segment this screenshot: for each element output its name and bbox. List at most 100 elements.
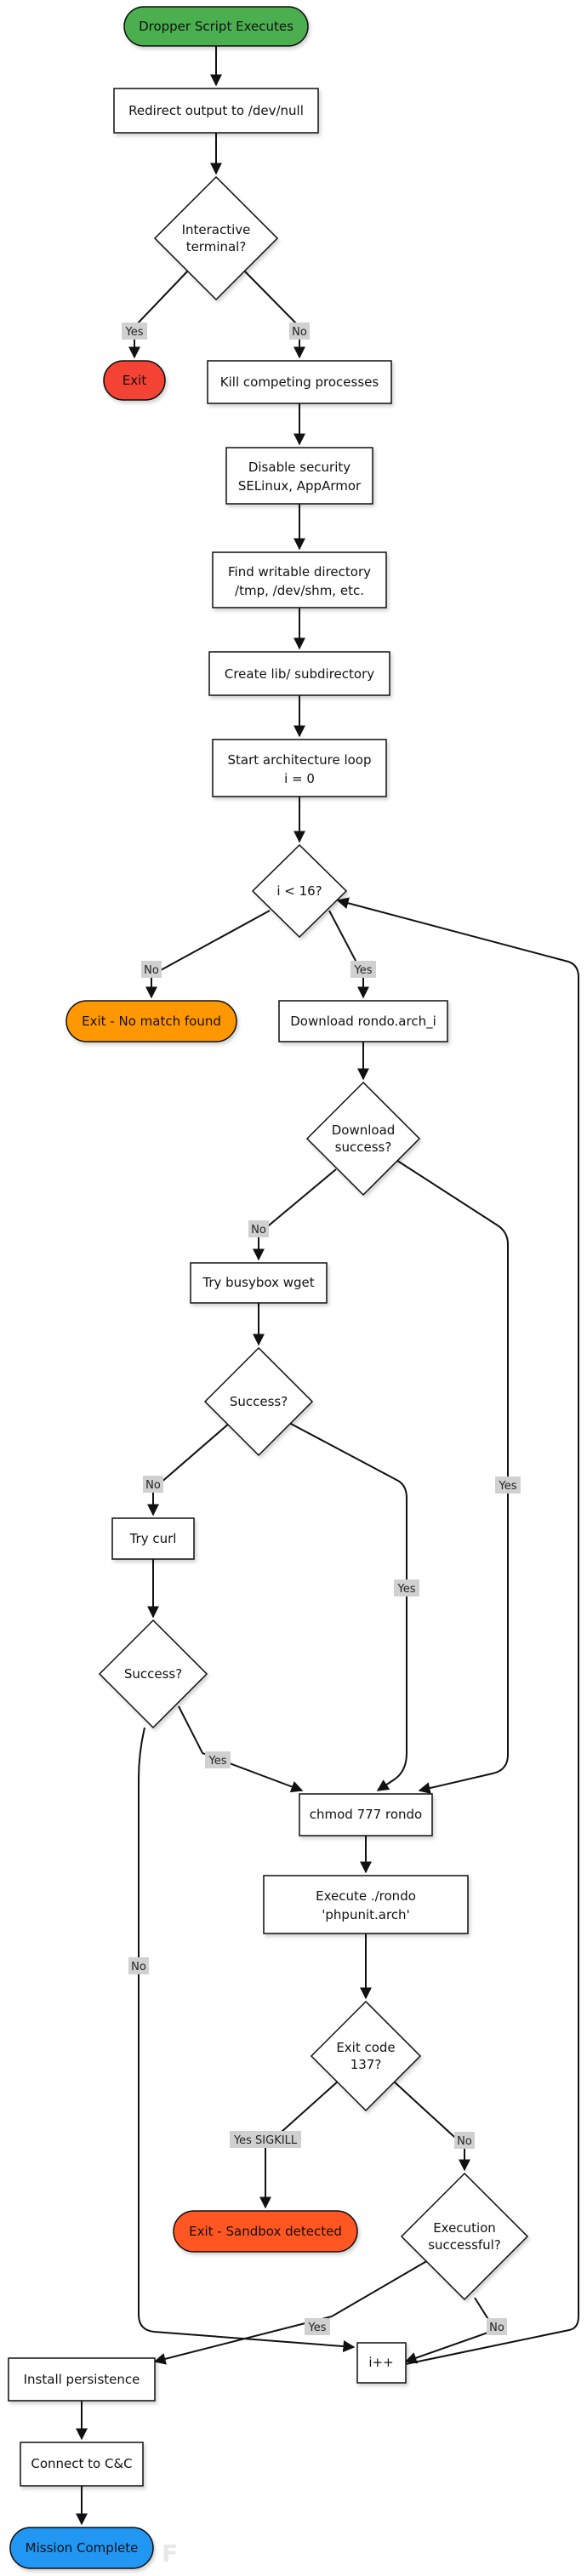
svg-text:No: No bbox=[457, 2135, 472, 2148]
svg-text:Disable security: Disable security bbox=[248, 460, 350, 475]
label-no-success2: No bbox=[128, 1957, 149, 1974]
svg-text:Redirect output to /dev/null: Redirect output to /dev/null bbox=[128, 103, 304, 118]
node-chmod: chmod 777 rondo bbox=[299, 1793, 433, 1836]
label-no-cond: No bbox=[141, 961, 162, 978]
svg-text:/tmp, /dev/shm, etc.: /tmp, /dev/shm, etc. bbox=[235, 583, 364, 598]
svg-text:Yes: Yes bbox=[499, 1480, 517, 1493]
svg-text:Exit code: Exit code bbox=[336, 2040, 395, 2055]
node-mission-complete: Mission Complete bbox=[9, 2527, 154, 2569]
svg-text:successful?: successful? bbox=[428, 2237, 501, 2253]
svg-text:Yes: Yes bbox=[125, 326, 144, 339]
svg-text:Install persistence: Install persistence bbox=[24, 2372, 140, 2387]
svg-text:Try busybox wget: Try busybox wget bbox=[202, 1275, 314, 1290]
edge-dlsuccess-chmod bbox=[391, 1157, 509, 1794]
edges bbox=[76, 46, 579, 2526]
svg-text:Start architecture loop: Start architecture loop bbox=[228, 752, 372, 768]
svg-text:No: No bbox=[489, 2322, 504, 2334]
svg-text:terminal?: terminal? bbox=[186, 239, 247, 254]
edge-interactive-exit bbox=[128, 269, 190, 359]
edge-cond-nomatch bbox=[145, 910, 271, 999]
node-kill-processes: Kill competing processes bbox=[207, 360, 392, 404]
svg-text:Exit - Sandbox detected: Exit - Sandbox detected bbox=[189, 2224, 342, 2239]
label-yes-interactive: Yes bbox=[122, 323, 147, 340]
decision-success-1: Success? bbox=[203, 1346, 314, 1457]
edge-success1-chmod bbox=[288, 1422, 407, 1791]
svg-text:No: No bbox=[251, 1224, 266, 1237]
svg-text:Success?: Success? bbox=[230, 1394, 288, 1409]
decision-exit-code: Exit code 137? bbox=[310, 2000, 422, 2112]
label-no-execsuccess: No bbox=[487, 2318, 507, 2335]
label-yes-sigkill: Yes SIGKILL bbox=[230, 2131, 301, 2148]
svg-text:Execution: Execution bbox=[433, 2220, 496, 2236]
svg-text:SELinux, AppArmor: SELinux, AppArmor bbox=[238, 478, 362, 494]
node-exit-nomatch: Exit - No match found bbox=[66, 1000, 237, 1042]
node-execute: Execute ./rondo 'phpunit.arch' bbox=[263, 1875, 469, 1934]
edge-dlsuccess-busybox bbox=[253, 1168, 337, 1261]
svg-text:i < 16?: i < 16? bbox=[276, 883, 322, 899]
label-no-success1: No bbox=[143, 1476, 163, 1493]
svg-text:Exit - No match found: Exit - No match found bbox=[82, 1014, 221, 1029]
edge-incr-cond bbox=[336, 897, 579, 2365]
edge-labels: Yes No No Yes No Yes No Yes bbox=[122, 323, 521, 2335]
svg-text:Yes: Yes bbox=[397, 1583, 416, 1596]
decision-success-2: Success? bbox=[98, 1619, 208, 1729]
label-no-interactive: No bbox=[289, 323, 310, 340]
label-yes-execsuccess: Yes bbox=[305, 2318, 330, 2335]
node-exit-sandbox: Exit - Sandbox detected bbox=[173, 2210, 358, 2253]
label-no-dlsuccess: No bbox=[248, 1220, 269, 1237]
decision-execution-success: Execution successful? bbox=[400, 2172, 529, 2301]
svg-text:Connect to C&C: Connect to C&C bbox=[31, 2456, 132, 2471]
node-find-directory: Find writable directory /tmp, /dev/shm, … bbox=[212, 551, 387, 608]
node-connect-cc: Connect to C&C bbox=[20, 2442, 144, 2487]
svg-text:Mission Complete: Mission Complete bbox=[26, 2540, 139, 2556]
svg-text:Execute ./rondo: Execute ./rondo bbox=[316, 1888, 416, 1904]
svg-text:Interactive: Interactive bbox=[182, 222, 251, 237]
edge-success2-incr bbox=[138, 1727, 356, 2353]
node-install-persistence: Install persistence bbox=[8, 2357, 156, 2402]
svg-text:No: No bbox=[131, 1961, 146, 1973]
edge-cond-download bbox=[328, 910, 369, 999]
edge-execsuccess-incr bbox=[404, 2297, 497, 2364]
edge-execsuccess-persist bbox=[153, 2259, 430, 2365]
label-yes-success1: Yes bbox=[394, 1579, 419, 1596]
label-yes-dlsuccess: Yes bbox=[495, 1476, 521, 1494]
node-redirect: Redirect output to /dev/null bbox=[113, 88, 319, 134]
decision-download-success: Download success? bbox=[305, 1081, 421, 1197]
node-start: Dropper Script Executes bbox=[123, 6, 309, 47]
label-yes-success2: Yes bbox=[205, 1751, 231, 1768]
svg-text:chmod 777 rondo: chmod 777 rondo bbox=[310, 1807, 422, 1822]
watermark-glyph: F bbox=[162, 2539, 178, 2567]
svg-text:Download rondo.arch_i: Download rondo.arch_i bbox=[290, 1014, 436, 1030]
svg-text:No: No bbox=[145, 1479, 161, 1492]
decision-loop-condition: i < 16? bbox=[251, 843, 348, 939]
decision-interactive-terminal: Interactive terminal? bbox=[153, 175, 279, 301]
node-start-loop: Start architecture loop i = 0 bbox=[212, 739, 387, 797]
svg-text:i = 0: i = 0 bbox=[284, 771, 315, 786]
svg-text:No: No bbox=[292, 326, 307, 339]
svg-text:No: No bbox=[144, 964, 159, 977]
node-increment: i++ bbox=[356, 2342, 407, 2384]
svg-text:Try curl: Try curl bbox=[129, 1531, 177, 1546]
svg-text:i++: i++ bbox=[368, 2355, 393, 2370]
svg-text:Download: Download bbox=[332, 1122, 396, 1138]
node-download: Download rondo.arch_i bbox=[278, 1000, 448, 1042]
edge-exitcode-execsuccess bbox=[392, 2080, 470, 2172]
edge-success2-chmod bbox=[178, 1705, 304, 1793]
svg-text:Yes SIGKILL: Yes SIGKILL bbox=[233, 2134, 298, 2147]
svg-text:Yes: Yes bbox=[308, 2322, 327, 2334]
node-exit: Exit bbox=[103, 360, 166, 401]
svg-text:Yes: Yes bbox=[354, 964, 373, 977]
svg-text:Dropper Script Executes: Dropper Script Executes bbox=[139, 19, 294, 34]
svg-text:'phpunit.arch': 'phpunit.arch' bbox=[322, 1907, 409, 1922]
svg-text:Create lib/ subdirectory: Create lib/ subdirectory bbox=[225, 666, 374, 682]
svg-text:success?: success? bbox=[335, 1139, 392, 1155]
svg-text:Success?: Success? bbox=[124, 1666, 182, 1682]
node-disable-security: Disable security SELinux, AppArmor bbox=[225, 447, 373, 505]
svg-text:Find writable directory: Find writable directory bbox=[228, 564, 371, 580]
node-try-curl: Try curl bbox=[111, 1517, 195, 1560]
node-busybox-wget: Try busybox wget bbox=[190, 1262, 328, 1304]
label-no-exitcode: No bbox=[454, 2132, 475, 2149]
label-yes-cond: Yes bbox=[350, 961, 376, 978]
edge-success1-curl bbox=[147, 1422, 231, 1516]
